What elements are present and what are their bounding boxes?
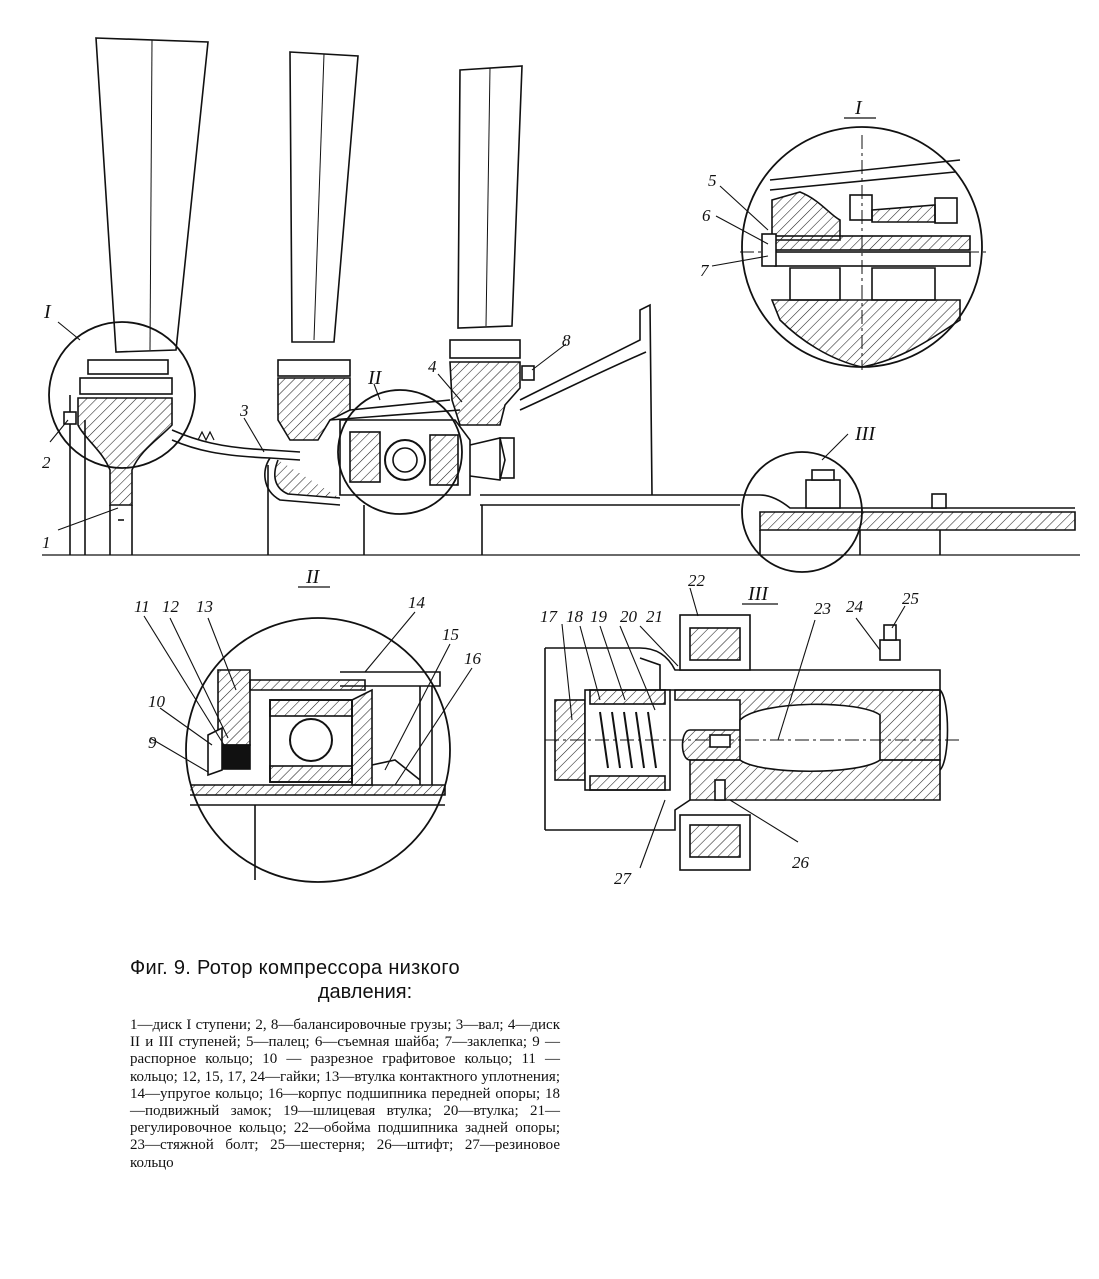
main-section-view — [42, 37, 1080, 573]
callout-3: 3 — [239, 401, 249, 420]
callout-1: 1 — [42, 533, 51, 552]
figure-caption: Фиг. 9. Ротор компрессора низкого давлен… — [130, 956, 560, 1004]
callout-19: 19 — [590, 607, 608, 626]
disc-stage-2 — [277, 377, 351, 441]
disc-stage-3 — [449, 361, 521, 426]
disc-stage-1 — [77, 397, 173, 506]
callout-4: 4 — [428, 357, 437, 376]
view-label-i-left: I — [43, 301, 52, 323]
callout-10: 10 — [148, 692, 166, 711]
view-label-iii-top: III — [854, 423, 876, 445]
caption-line-1: Фиг. 9. Ротор компрессора низкого — [130, 957, 460, 979]
callout-2: 2 — [42, 453, 51, 472]
detail-view-ii — [185, 617, 451, 883]
callout-25: 25 — [902, 589, 919, 608]
view-title-iii: III — [747, 583, 769, 605]
callout-23: 23 — [814, 599, 831, 618]
callout-6: 6 — [702, 206, 711, 225]
blade-stage-3 — [457, 65, 523, 329]
callout-7: 7 — [700, 261, 710, 280]
leader-lines — [49, 185, 906, 869]
callout-17: 17 — [540, 607, 559, 626]
detail-circle-iii — [741, 451, 863, 573]
callout-14: 14 — [408, 593, 426, 612]
callout-27: 27 — [614, 869, 633, 888]
blade-stage-2 — [289, 51, 359, 343]
callout-18: 18 — [566, 607, 584, 626]
view-title-ii: II — [305, 566, 321, 588]
caption-line-2: давления: — [317, 981, 413, 1003]
callout-22: 22 — [688, 571, 706, 590]
shaft — [171, 429, 301, 453]
callout-8: 8 — [562, 331, 571, 350]
callout-15: 15 — [442, 625, 459, 644]
callout-26: 26 — [792, 853, 810, 872]
view-label-ii-top: II — [367, 367, 383, 389]
figure-legend: 1—диск I ступени; 2, 8—балансировочные г… — [130, 1017, 560, 1171]
blade-stage-1 — [95, 37, 209, 353]
detail-view-iii — [544, 614, 960, 871]
detail-circle-i — [48, 321, 196, 469]
detail-circle-ii — [337, 389, 463, 515]
view-label-i-top: I — [854, 97, 863, 119]
callout-13: 13 — [196, 597, 213, 616]
callout-20: 20 — [620, 607, 638, 626]
callout-21: 21 — [646, 607, 663, 626]
detail-view-i — [740, 126, 990, 370]
callout-11: 11 — [134, 597, 150, 616]
callout-5: 5 — [708, 171, 717, 190]
callout-12: 12 — [162, 597, 180, 616]
callout-9: 9 — [148, 733, 157, 752]
callout-24: 24 — [846, 597, 864, 616]
callout-16: 16 — [464, 649, 482, 668]
